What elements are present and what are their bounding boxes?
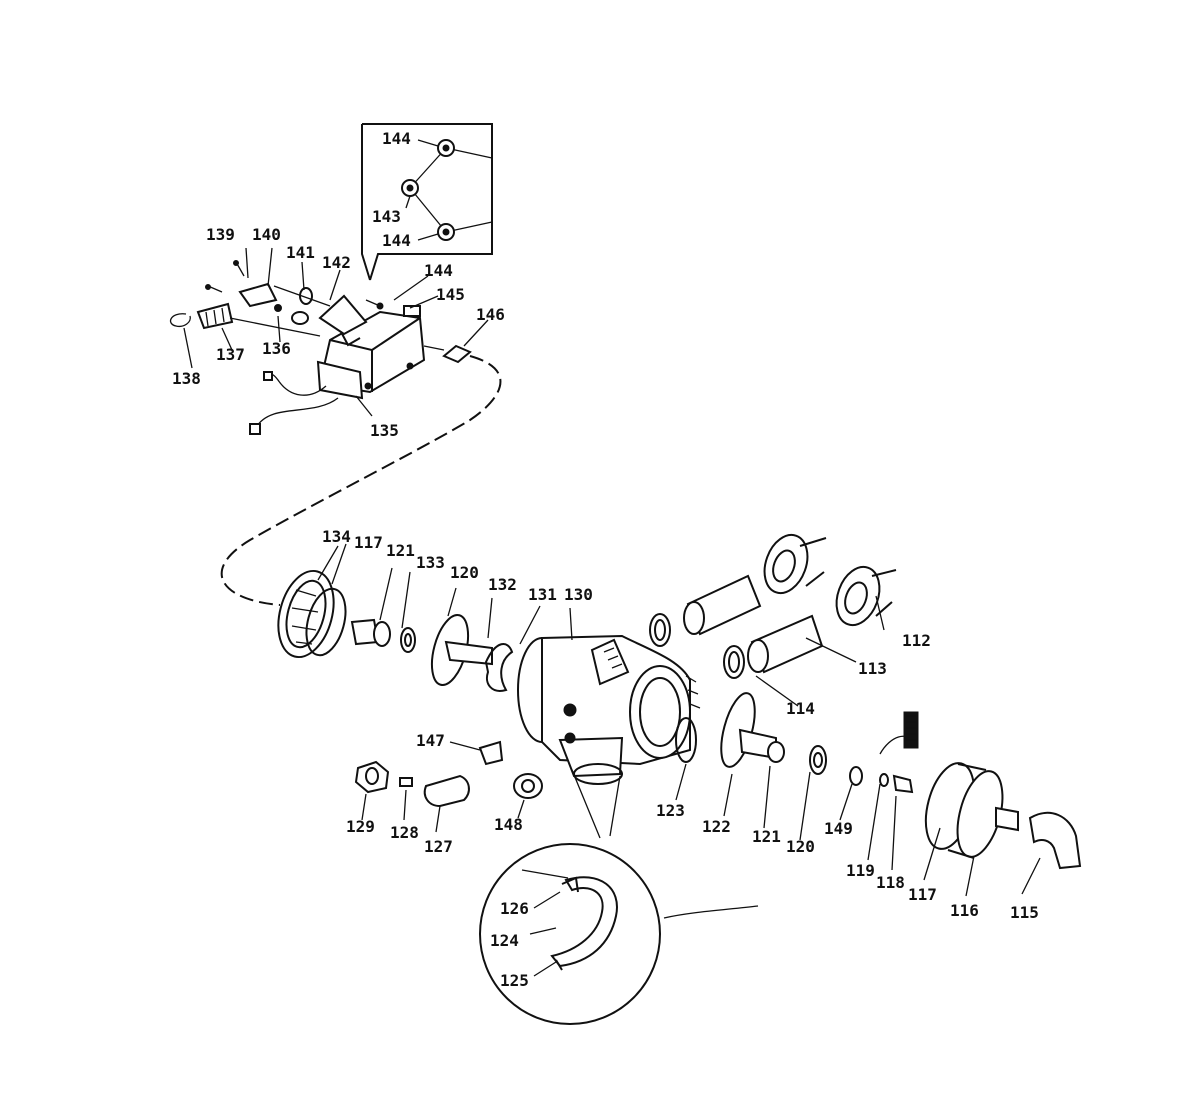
- connector-dashed-line: [220, 355, 502, 606]
- label-119: 119: [846, 861, 875, 880]
- label-113: 113: [858, 659, 887, 678]
- label-149: 149: [824, 819, 853, 838]
- label-123: 123: [656, 801, 685, 820]
- label-136: 136: [262, 339, 291, 358]
- label-143: 143: [372, 207, 401, 226]
- label-122: 122: [702, 817, 731, 836]
- terminal-inset: [361, 123, 493, 281]
- label-116: 116: [950, 901, 979, 920]
- label-129: 129: [346, 817, 375, 836]
- pump-body: [517, 634, 701, 839]
- inset-leaders: [529, 891, 561, 977]
- label-121b: 121: [752, 827, 781, 846]
- part-labels: 144 143 144 139 140 141 142 144 145 146 …: [172, 129, 1039, 990]
- label-141: 141: [286, 243, 315, 262]
- label-124: 124: [490, 931, 519, 950]
- label-144b: 144: [382, 231, 411, 250]
- label-114: 114: [786, 699, 815, 718]
- label-112: 112: [902, 631, 931, 650]
- motor-switch-assembly: [169, 260, 472, 435]
- label-120a: 120: [450, 563, 479, 582]
- label-135: 135: [370, 421, 399, 440]
- label-128: 128: [390, 823, 419, 842]
- label-142: 142: [322, 253, 351, 272]
- label-133: 133: [416, 553, 445, 572]
- right-side-parts: [675, 692, 1082, 870]
- label-139: 139: [206, 225, 235, 244]
- label-138: 138: [172, 369, 201, 388]
- label-145: 145: [436, 285, 465, 304]
- upper-right-fittings: [649, 533, 897, 679]
- lower-left-fittings: [354, 740, 543, 808]
- label-130: 130: [564, 585, 593, 604]
- label-127: 127: [424, 837, 453, 856]
- clamp-inset: [479, 843, 759, 1025]
- label-144a: 144: [382, 129, 411, 148]
- label-120b: 120: [786, 837, 815, 856]
- label-125: 125: [500, 971, 529, 990]
- label-118: 118: [876, 873, 905, 892]
- label-146: 146: [476, 305, 505, 324]
- label-121a: 121: [386, 541, 415, 560]
- label-144c: 144: [424, 261, 453, 280]
- label-117a: 117: [354, 533, 383, 552]
- label-140: 140: [252, 225, 281, 244]
- label-148: 148: [494, 815, 523, 834]
- label-132: 132: [488, 575, 517, 594]
- label-137: 137: [216, 345, 245, 364]
- label-117b: 117: [908, 885, 937, 904]
- label-134: 134: [322, 527, 351, 546]
- label-131: 131: [528, 585, 557, 604]
- label-115: 115: [1010, 903, 1039, 922]
- label-126: 126: [500, 899, 529, 918]
- left-flange-group: [277, 569, 514, 692]
- leader-lines: [183, 247, 1041, 897]
- label-147: 147: [416, 731, 445, 750]
